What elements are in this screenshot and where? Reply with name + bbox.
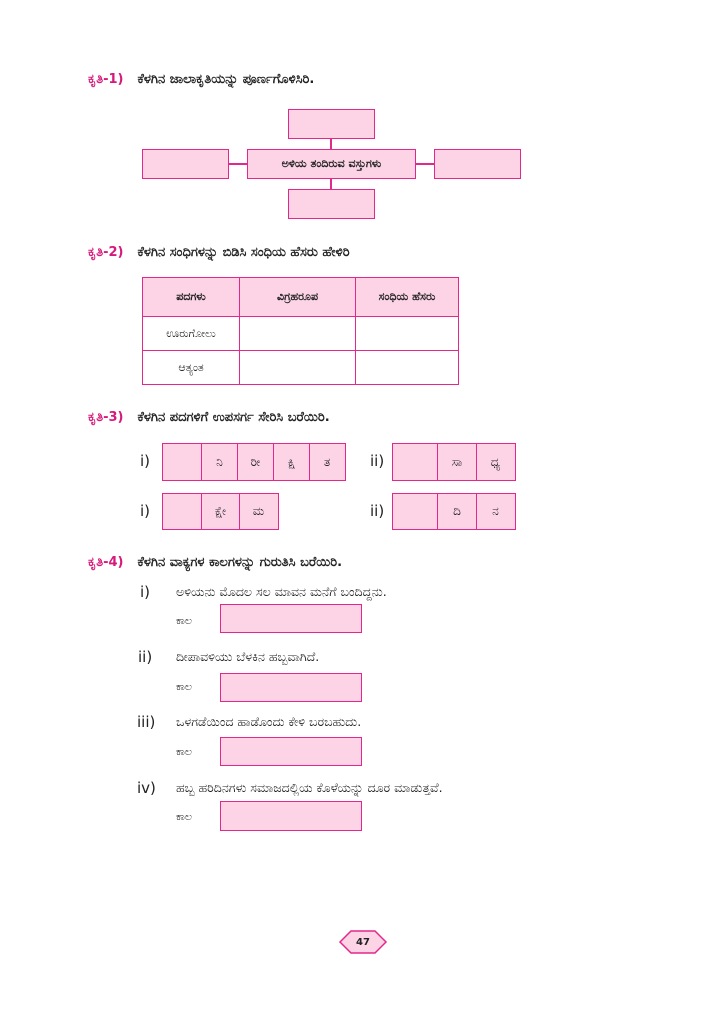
table-row: ಆತ್ಯಂತ [142,350,459,385]
letter-cell: ಕ್ಷೇ [201,494,239,529]
letter-cell: ದಿ [437,494,476,529]
prefix-word-3: ಕ್ಷೇ ಮ [162,493,279,530]
prefix-blank-cell[interactable] [393,444,437,480]
prefix-blank-cell[interactable] [163,494,201,529]
page-number: 47 [356,936,370,948]
web-connector-top [330,139,332,150]
letter-cell: ಧ್ಯ [476,444,514,480]
web-connector-bottom [330,179,332,189]
table-cell-vigraha[interactable] [239,316,356,351]
prefix-word-1: ನಿ ರೀ ಕ್ಷಿ ತ [162,443,346,481]
task-3-number: ಕೃತಿ-3) [88,410,124,425]
page-number-badge: 47 [338,928,388,956]
tense-sentence: ಒಳಗಡೆಯಿಂದ ಹಾಡೊಂದು ಕೇಳಿ ಬರಬಹುದು. [176,714,362,729]
table-header-row: ಪದಗಳು ವಿಗ್ರಹರೂಪ ಸಂಧಿಯ ಹೆಸರು [142,277,459,317]
task-2-heading: ಕೃತಿ-2) ಕೆಳಗಿನ ಸಂಧಿಗಳನ್ನು ಬಿಡಿಸಿ ಸಂಧಿಯ ಹೆ… [88,245,350,260]
task-2-number: ಕೃತಿ-2) [88,245,124,260]
web-connector-right [416,163,434,165]
tense-label: i) [140,583,151,601]
tense-sentence: ಹಬ್ಬ ಹರಿದಿನಗಳು ಸಮಾಜದಲ್ಲಿಯ ಕೊಳೆಯನ್ನು ದೂರ … [176,780,443,795]
table-row: ಊರುಗೋಲು [142,316,459,351]
tense-answer-box[interactable] [220,673,362,702]
task-1-heading: ಕೃತಿ-1) ಕೆಳಗಿನ ಜಾಲಾಕೃತಿಯನ್ನು ಪೂರ್ಣಗೊಳಿಸಿರ… [88,72,314,87]
letter-cell: ನ [476,494,514,529]
task-4-heading: ಕೃತಿ-4) ಕೆಳಗಿನ ವಾಕ್ಯಗಳ ಕಾಲಗಳನ್ನು ಗುರುತಿಸಿ… [88,555,342,570]
prefix-word-4: ದಿ ನ [392,493,516,530]
tense-label: ii) [138,648,153,666]
web-box-left[interactable] [142,149,229,179]
tense-sentence: ಅಳಿಯನು ಮೊದಲ ಸಲ ಮಾವನ ಮನೆಗೆ ಬಂದಿದ್ದನು. [176,584,387,599]
kaala-label: ಕಾಲ [176,810,192,823]
kaala-label: ಕಾಲ [176,680,192,693]
web-connector-left [229,163,247,165]
table-cell-vigraha[interactable] [239,350,356,385]
prefix-blank-cell[interactable] [393,494,437,529]
web-box-bottom[interactable] [288,189,375,219]
tense-answer-box[interactable] [220,801,362,831]
tense-answer-box[interactable] [220,737,362,766]
task-1-instruction: ಕೆಳಗಿನ ಜಾಲಾಕೃತಿಯನ್ನು ಪೂರ್ಣಗೊಳಿಸಿರಿ. [137,72,315,87]
task-1-number: ಕೃತಿ-1) [88,72,124,87]
table-header-words: ಪದಗಳು [142,277,240,317]
table-header-sandhi-name: ಸಂಧಿಯ ಹೆಸರು [355,277,459,317]
tense-label: iv) [137,779,156,797]
page-number-frame [338,930,388,954]
task-4-number: ಕೃತಿ-4) [88,555,124,570]
task-3-heading: ಕೃತಿ-3) ಕೆಳಗಿನ ಪದಗಳಿಗೆ ಉಪಸರ್ಗ ಸೇರಿಸಿ ಬರೆಯ… [88,410,330,425]
kaala-label: ಕಾಲ [176,745,192,758]
prefix-label-3: i) [140,502,151,520]
kaala-label: ಕಾಲ [176,614,192,627]
letter-cell: ಸಾ [437,444,476,480]
prefix-label-1: i) [140,452,151,470]
web-center-box: ಅಳಿಯ ತಂದಿರುವ ವಸ್ತುಗಳು [247,149,416,179]
tense-sentence: ದೀಪಾವಳಿಯು ಬೆಳಕಿನ ಹಬ್ಬವಾಗಿದೆ. [176,649,320,664]
table-header-vigraha: ವಿಗ್ರಹರೂಪ [239,277,356,317]
web-box-right[interactable] [434,149,521,179]
letter-cell: ರೀ [237,444,273,480]
sandhi-table: ಪದಗಳು ವಿಗ್ರಹರೂಪ ಸಂಧಿಯ ಹೆಸರು ಊರುಗೋಲು ಆತ್ಯ… [142,277,459,385]
task-2-instruction: ಕೆಳಗಿನ ಸಂಧಿಗಳನ್ನು ಬಿಡಿಸಿ ಸಂಧಿಯ ಹೆಸರು ಹೇಳ… [137,245,350,260]
letter-cell: ಕ್ಷಿ [273,444,309,480]
letter-cell: ನಿ [201,444,237,480]
web-center-label: ಅಳಿಯ ತಂದಿರುವ ವಸ್ತುಗಳು [281,157,382,170]
task-4-instruction: ಕೆಳಗಿನ ವಾಕ್ಯಗಳ ಕಾಲಗಳನ್ನು ಗುರುತಿಸಿ ಬರೆಯಿರ… [137,555,343,570]
table-cell-sandhi-name[interactable] [355,350,459,385]
prefix-label-2: ii) [370,452,385,470]
table-cell-sandhi-name[interactable] [355,316,459,351]
prefix-label-4: ii) [370,502,385,520]
web-box-top[interactable] [288,109,375,139]
letter-cell: ತ [309,444,344,480]
letter-cell: ಮ [239,494,277,529]
table-cell-word: ಆತ್ಯಂತ [142,350,240,385]
prefix-word-2: ಸಾ ಧ್ಯ [392,443,516,481]
table-cell-word: ಊರುಗೋಲು [142,316,240,351]
prefix-blank-cell[interactable] [163,444,201,480]
task-3-instruction: ಕೆಳಗಿನ ಪದಗಳಿಗೆ ಉಪಸರ್ಗ ಸೇರಿಸಿ ಬರೆಯಿರಿ. [137,410,330,425]
tense-answer-box[interactable] [220,604,362,633]
tense-label: iii) [137,713,156,731]
